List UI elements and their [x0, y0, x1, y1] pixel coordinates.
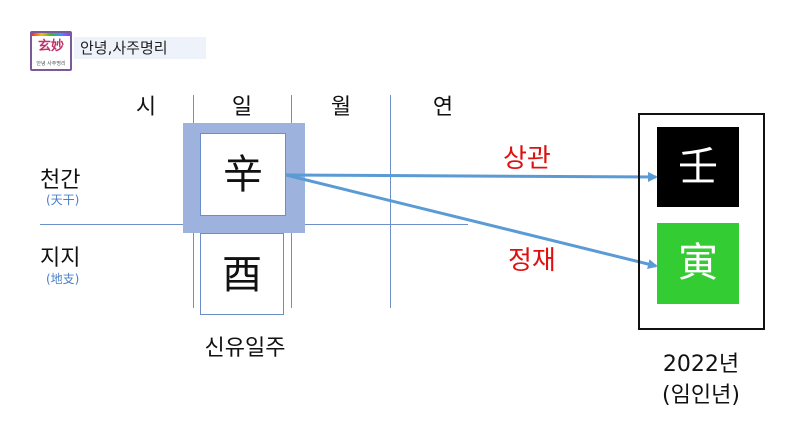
year-stem-cell: 壬 — [657, 127, 739, 207]
year-caption: 2022년 — [662, 352, 740, 377]
day-pillar-caption: 신유일주 — [204, 336, 286, 361]
arrow-to-branch — [285, 173, 658, 269]
column-day: 일 — [231, 95, 253, 120]
day-branch-cell: 酉 — [200, 233, 284, 315]
relation-label-stem: 상관 — [503, 144, 551, 174]
column-year: 연 — [432, 95, 454, 120]
relation-label-branch: 정재 — [508, 246, 556, 276]
logo-subtext: 안녕 사주명리 — [36, 61, 66, 67]
logo-mark: 玄妙 — [37, 39, 64, 54]
logo-stripe — [32, 33, 70, 36]
column-month: 월 — [330, 95, 352, 120]
year-pillar-box — [638, 113, 765, 330]
year-name-caption: (임인년) — [662, 383, 740, 408]
row-branch-label: 지지 — [40, 246, 81, 271]
brand-title: 안녕,사주명리 — [74, 37, 206, 59]
row-branch-sub: (地支) — [46, 272, 80, 286]
day-stem-cell: 辛 — [200, 133, 286, 216]
row-stem-label: 천간 — [40, 168, 81, 193]
column-hour: 시 — [135, 95, 157, 120]
year-branch-cell: 寅 — [657, 223, 739, 304]
row-stem-sub: (天干) — [46, 193, 80, 207]
arrow-to-stem — [285, 171, 658, 182]
logo: 玄妙 안녕 사주명리 — [30, 31, 72, 71]
